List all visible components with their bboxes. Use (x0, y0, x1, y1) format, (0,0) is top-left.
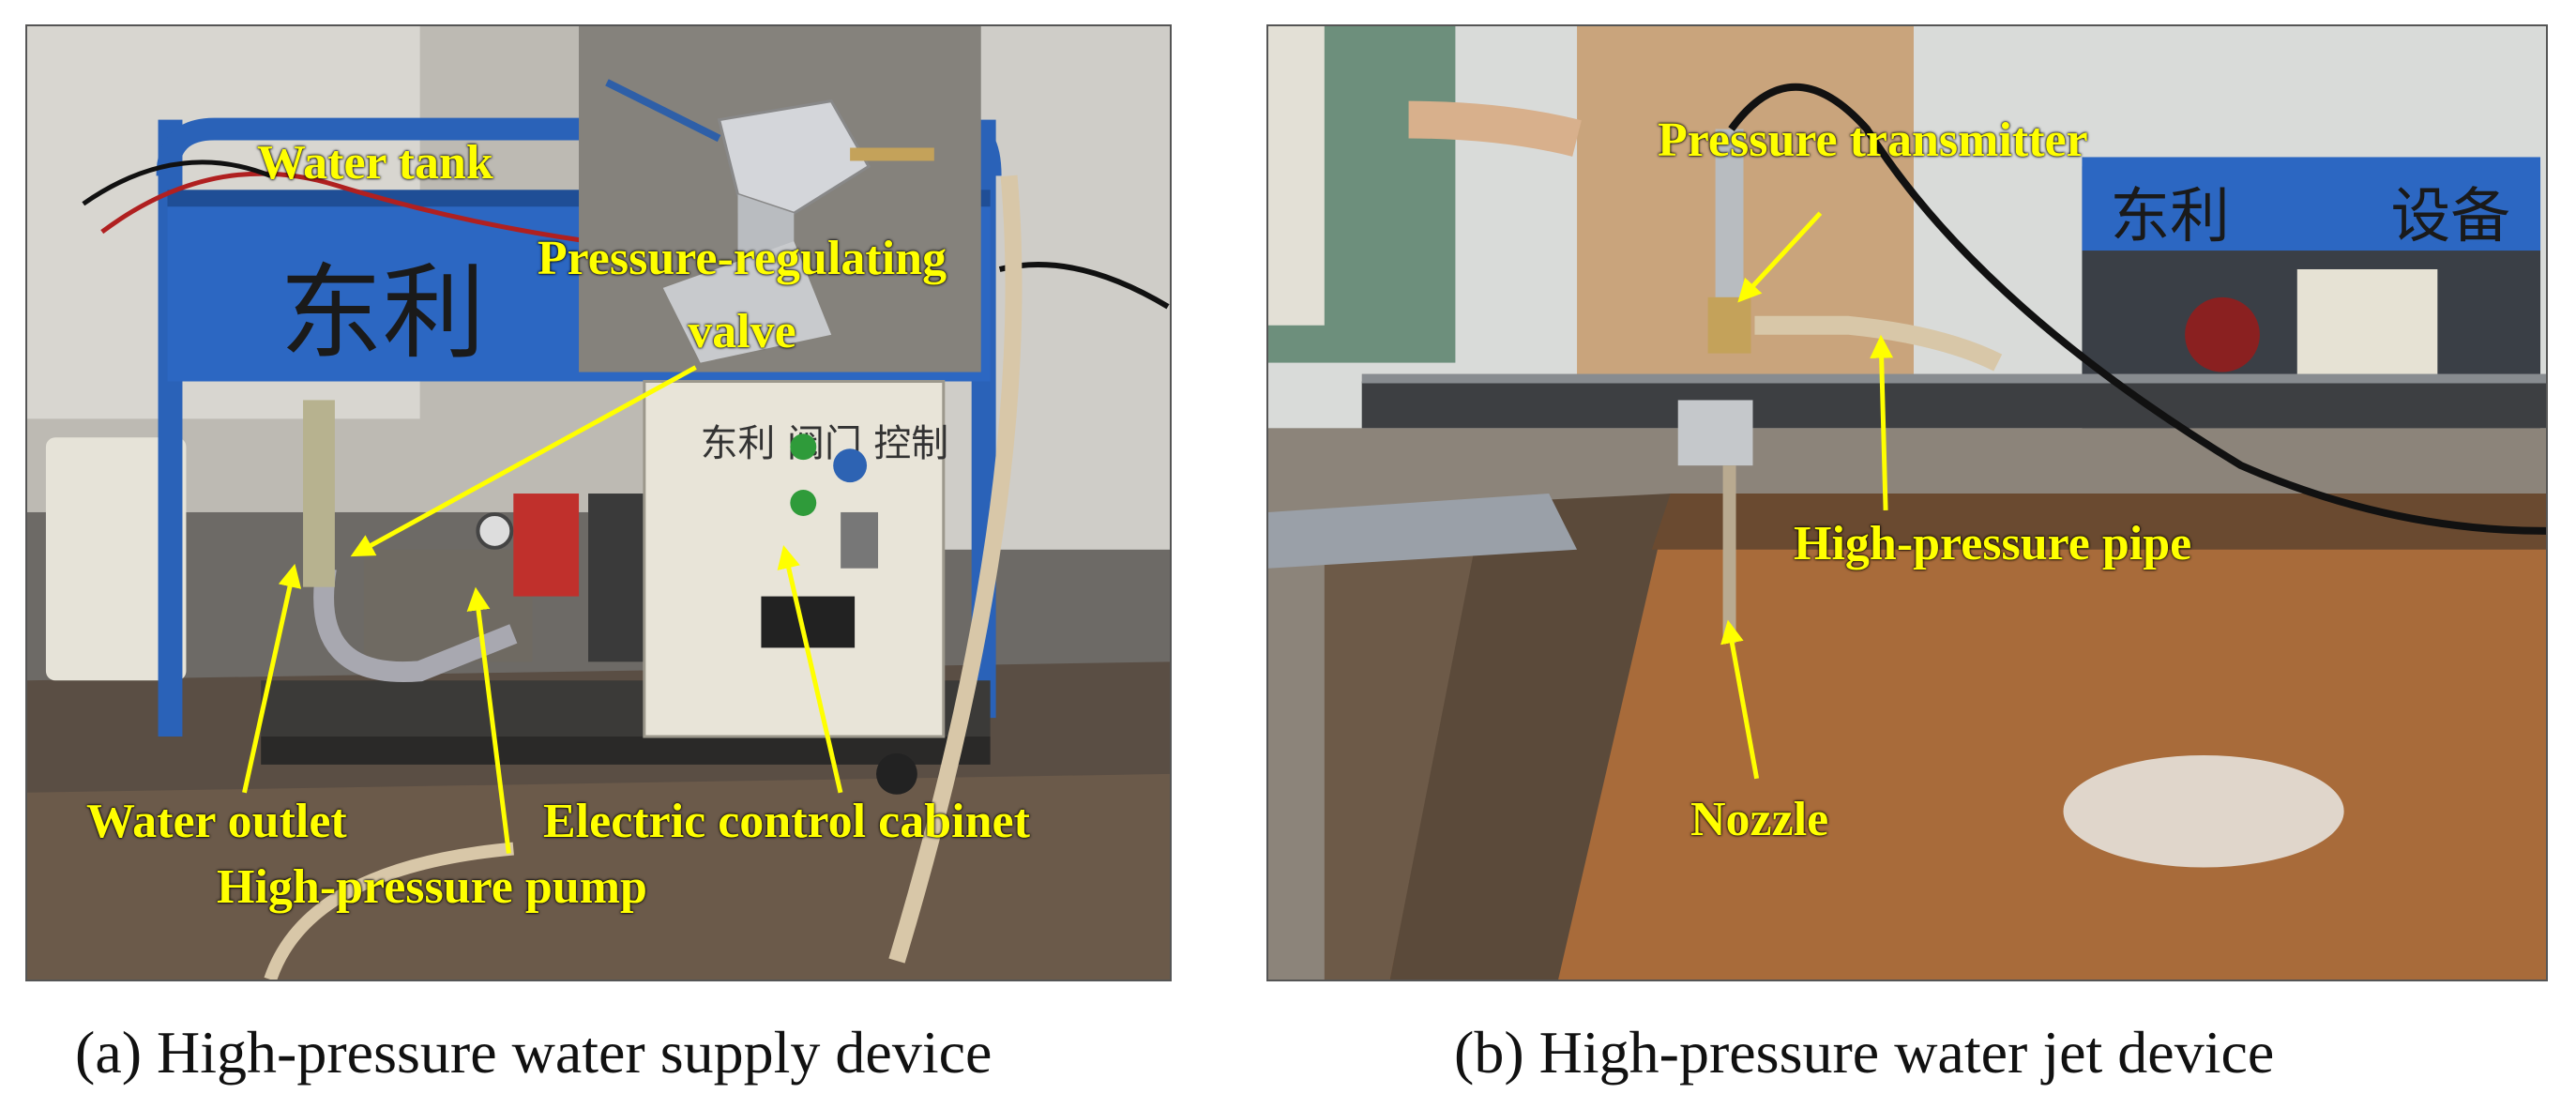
water-jet-photo: 东利 设备 (1268, 26, 2546, 980)
caption-panel-b: (b) High-pressure water jet device (1454, 1019, 2275, 1086)
transmitter-body (1715, 129, 1744, 297)
label-valve-line1: Pressure-regulating (537, 232, 947, 285)
tank-logo-text: 东利 (280, 253, 485, 373)
label-transmitter: Pressure transmitter (1658, 114, 2088, 167)
label-water-tank: Water tank (257, 136, 493, 190)
cabinet-handwriting: 东利 阀门 控制 (701, 422, 948, 465)
gantry-rail (1361, 381, 2546, 429)
label-nozzle: Nozzle (1690, 793, 1829, 846)
frame-logo-text-2: 设备 (2390, 182, 2510, 251)
caption-panel-a: (a) High-pressure water supply device (75, 1019, 993, 1086)
label-pump: High-pressure pump (217, 860, 647, 914)
frame-logo-text: 东利 (2110, 182, 2230, 251)
label-valve-line2: valve (688, 305, 796, 358)
label-electric-cabinet: Electric control cabinet (543, 795, 1030, 848)
photo-panel-water-jet: 东利 设备 Pressure transmitte (1266, 24, 2548, 981)
label-water-outlet: Water outlet (86, 795, 347, 848)
label-pipe: High-pressure pipe (1794, 517, 2192, 570)
nozzle (1722, 465, 1736, 644)
photo-panel-water-supply: 东利 东利 阀门 控制 (25, 24, 1172, 981)
inset-valve-photo (579, 26, 981, 372)
